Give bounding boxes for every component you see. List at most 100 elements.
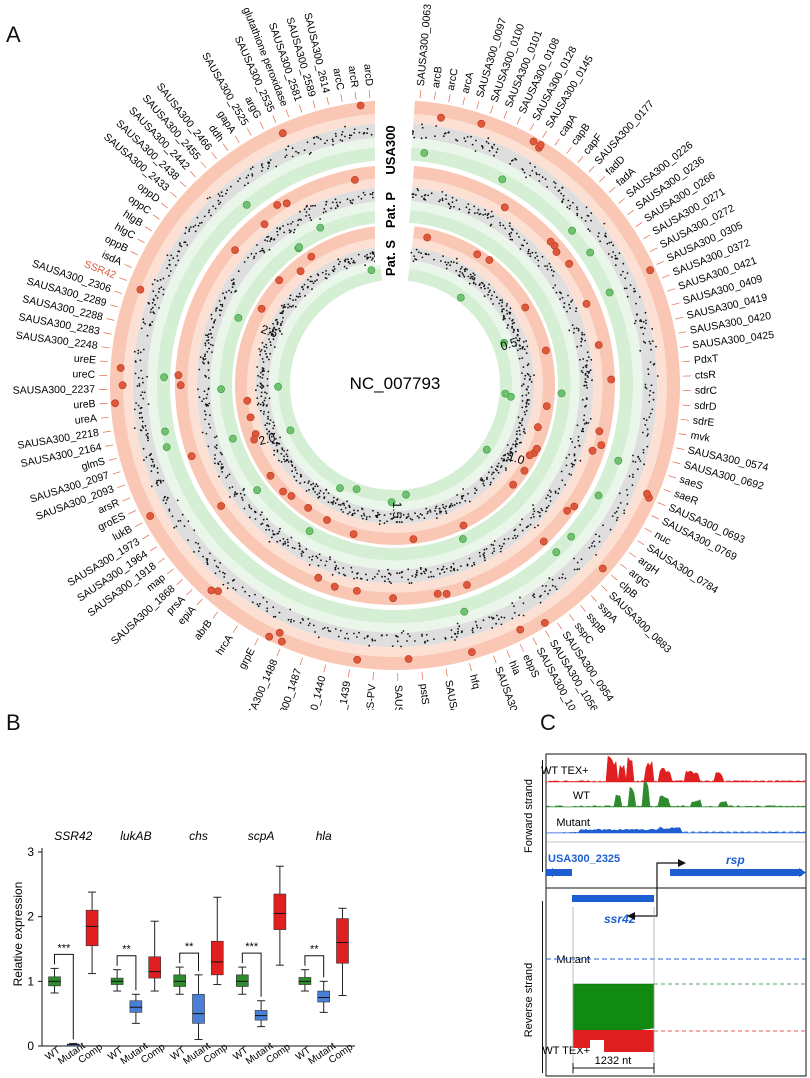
expression-dot	[291, 221, 294, 223]
downregulated-point	[367, 266, 376, 274]
track-label-mutant-fwd: Mutant	[556, 817, 590, 829]
expression-dot	[411, 518, 414, 521]
expression-dot	[374, 576, 376, 578]
expression-dot	[523, 239, 526, 242]
expression-dot	[489, 481, 492, 484]
expression-dot	[242, 489, 245, 491]
expression-dot	[572, 201, 574, 204]
expression-dot	[345, 258, 347, 261]
gene-tick	[601, 585, 608, 592]
gene-tick	[566, 147, 572, 154]
expression-dot	[559, 291, 561, 294]
expression-dot	[511, 229, 514, 231]
expression-dot	[390, 518, 393, 520]
expression-dot	[529, 523, 532, 526]
expression-dot	[576, 424, 579, 427]
expression-dot	[268, 248, 271, 251]
expression-dot	[445, 198, 447, 201]
expression-dot	[366, 132, 368, 135]
expression-dot	[642, 449, 645, 451]
expression-dot	[285, 453, 288, 456]
expression-dot	[340, 508, 343, 511]
expression-dot	[576, 214, 579, 217]
coverage-wt-forward	[545, 780, 807, 808]
expression-dot	[365, 573, 367, 576]
coverage-signal	[545, 755, 807, 1052]
expression-dot	[415, 248, 418, 251]
expression-dot	[215, 447, 218, 450]
expression-dot	[330, 207, 332, 210]
gene-tick	[103, 332, 112, 335]
expression-dot	[144, 323, 147, 325]
expression-dot	[510, 447, 513, 449]
expression-dot	[255, 252, 257, 255]
expression-dot	[482, 482, 485, 485]
group-label: hla	[316, 829, 332, 843]
expression-dot	[275, 444, 278, 447]
expression-dot	[453, 567, 455, 570]
expression-dot	[644, 327, 646, 330]
expression-dot	[426, 512, 429, 515]
expression-dot	[263, 251, 266, 254]
expression-dot	[207, 342, 210, 344]
expression-dot	[425, 136, 427, 139]
expression-dot	[501, 545, 504, 548]
expression-dot	[585, 206, 588, 209]
expression-dot	[303, 208, 306, 211]
expression-dot	[527, 525, 530, 527]
expression-dot	[291, 147, 294, 150]
expression-dot	[197, 224, 200, 227]
gene-tick	[445, 668, 448, 677]
expression-dot	[146, 375, 149, 378]
expression-dot	[225, 476, 228, 479]
expression-dot	[640, 320, 643, 323]
expression-dot	[656, 375, 659, 377]
expression-dot	[134, 361, 137, 363]
expression-dot	[445, 567, 448, 570]
expression-dot	[386, 520, 388, 523]
expression-dot	[266, 236, 268, 239]
expression-dot	[441, 199, 444, 202]
expression-dot	[276, 234, 279, 236]
expression-dot	[290, 536, 293, 539]
expression-dot	[300, 552, 303, 555]
expression-dot	[426, 639, 429, 642]
expression-dot	[270, 435, 273, 438]
expression-dot	[407, 633, 409, 635]
expression-dot	[256, 404, 259, 406]
expression-dot	[466, 268, 468, 271]
expression-dot	[410, 251, 413, 254]
reverse-bracket-line	[542, 901, 543, 1073]
expression-dots	[133, 123, 659, 648]
expression-dot	[263, 345, 266, 348]
gene-tick	[516, 116, 521, 125]
expression-dot	[461, 266, 463, 268]
expression-dot	[290, 618, 293, 621]
expression-dot	[455, 199, 458, 202]
expression-dot	[581, 331, 583, 334]
expression-dot	[276, 540, 279, 543]
expression-dot	[296, 472, 298, 475]
box	[192, 993, 205, 1024]
expression-dot	[279, 227, 281, 229]
expression-dot	[346, 632, 348, 635]
expression-dot	[614, 264, 617, 266]
expression-dot	[372, 191, 374, 194]
expression-dot	[347, 258, 349, 261]
expression-dot	[449, 207, 451, 210]
expression-dot	[369, 252, 372, 255]
expression-dot	[509, 459, 512, 462]
group-label: lukAB	[120, 829, 151, 843]
scale-label-2-0: 2.0	[257, 430, 277, 448]
expression-dot	[491, 552, 494, 554]
expression-dot	[280, 333, 283, 335]
expression-dot	[156, 480, 158, 482]
expression-dot	[461, 497, 464, 500]
expression-dot	[531, 251, 534, 254]
group-label: scpA	[248, 829, 275, 843]
expression-dot	[631, 473, 634, 476]
expression-dot	[352, 260, 355, 262]
expression-dot	[586, 374, 589, 377]
expression-dot	[389, 513, 392, 515]
gene-tick	[545, 630, 550, 638]
